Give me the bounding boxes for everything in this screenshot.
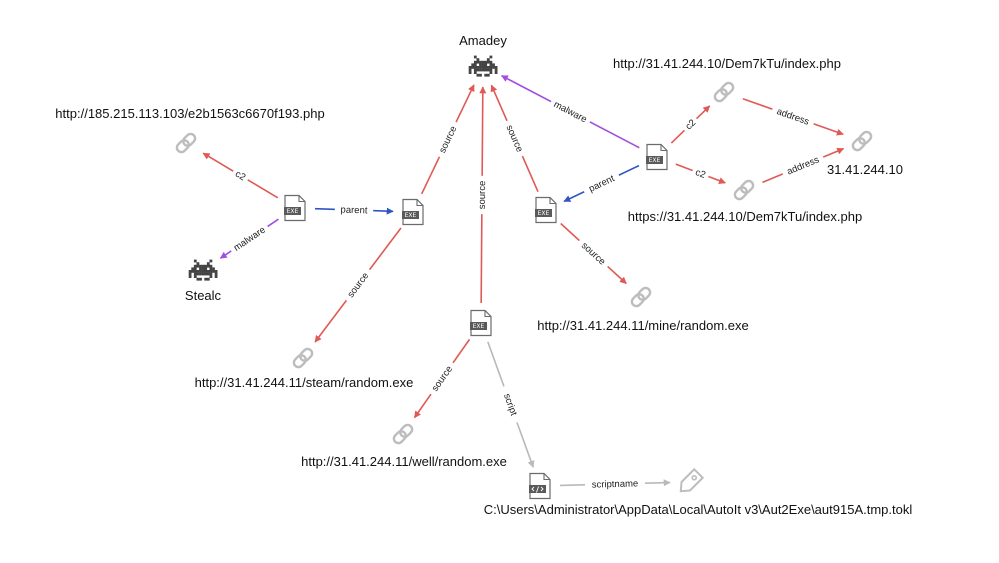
node-exe_right[interactable]: EXE xyxy=(535,196,557,224)
edge-label-background xyxy=(690,163,711,183)
edge-label-background xyxy=(425,358,458,398)
edge-label-script: script xyxy=(501,392,519,417)
edges-layer xyxy=(202,75,845,487)
edge-labels-layer: c2malwareparentsourcesourcesourcesources… xyxy=(227,95,826,491)
edge-label-group: malware xyxy=(548,95,594,128)
edge-label-background xyxy=(780,150,826,180)
exe-file-icon: EXE xyxy=(470,309,492,337)
edge-label-background xyxy=(340,265,375,304)
edge-label-background xyxy=(679,113,701,135)
exe-file-icon: EXE xyxy=(284,194,306,222)
node-label-stealc: Stealc xyxy=(185,288,222,303)
exe-badge-glyph: EXE xyxy=(649,157,661,164)
edge-label-group: source xyxy=(425,358,458,398)
node-label-url_steam: http://31.41.244.11/steam/random.exe xyxy=(195,375,414,390)
edge-label-c2: c2 xyxy=(233,169,247,184)
edge-label-background xyxy=(575,235,613,271)
node-ip[interactable]: 31.41.244.10 xyxy=(827,130,903,177)
edge-label-group: c2 xyxy=(679,113,701,135)
edge-label-group: parent xyxy=(581,168,622,198)
chain-link-icon xyxy=(733,179,755,201)
space-invader-icon xyxy=(468,55,498,77)
edge-label-scriptname: scriptname xyxy=(592,478,639,490)
exe-file-icon: EXE xyxy=(535,196,557,224)
edge-label-group: c2 xyxy=(230,165,252,185)
edge-label-source: source xyxy=(477,181,488,210)
node-stealc[interactable]: Stealc xyxy=(185,259,222,303)
chain-link-icon xyxy=(630,286,652,308)
edge-label-background xyxy=(548,95,594,128)
chain-link-icon xyxy=(292,347,314,369)
node-amadey[interactable]: Amadey xyxy=(459,33,507,77)
edge-label-group: malware xyxy=(227,220,271,256)
edge-label-address: address xyxy=(785,154,821,177)
chain-link-icon xyxy=(175,132,197,154)
space-invader-icon xyxy=(188,259,218,281)
edge-label-malware: malware xyxy=(552,99,589,125)
edge-label-background xyxy=(770,102,816,130)
tag-icon xyxy=(679,467,705,493)
edge-label-group: address xyxy=(770,102,816,130)
node-tag[interactable]: C:\Users\Administrator\AppData\Local\Aut… xyxy=(484,467,913,517)
exe-file-icon: EXE xyxy=(402,198,424,226)
node-label-url_well: http://31.41.244.11/well/random.exe xyxy=(301,454,507,469)
edge-label-parent: parent xyxy=(340,205,368,217)
chain-link-icon xyxy=(851,130,873,152)
node-script_file[interactable] xyxy=(529,472,551,500)
node-label-url_index_https: https://31.41.244.10/Dem7kTu/index.php xyxy=(628,209,862,224)
exe-badge-glyph: EXE xyxy=(473,323,485,330)
edge-label-background xyxy=(227,220,271,256)
node-url_steam[interactable]: http://31.41.244.11/steam/random.exe xyxy=(195,347,414,390)
edge-label-background xyxy=(334,202,374,217)
node-label-amadey: Amadey xyxy=(459,33,507,48)
edge-label-c2: c2 xyxy=(694,167,707,181)
edge-label-background xyxy=(584,476,646,491)
node-exe_far[interactable]: EXE xyxy=(646,143,668,171)
node-url_mine[interactable]: http://31.41.244.11/mine/random.exe xyxy=(537,286,749,333)
edge-label-background xyxy=(498,384,524,425)
edge-label-group: source xyxy=(474,175,489,215)
node-url_index_https[interactable]: https://31.41.244.10/Dem7kTu/index.php xyxy=(628,179,862,224)
node-label-ip: 31.41.244.10 xyxy=(827,162,903,177)
chain-link-icon xyxy=(392,423,414,445)
node-label-url_index_http: http://31.41.244.10/Dem7kTu/index.php xyxy=(613,56,841,71)
edge-label-background xyxy=(474,175,489,215)
exe-badge-glyph: EXE xyxy=(287,208,299,215)
node-url_well[interactable]: http://31.41.244.11/well/random.exe xyxy=(301,423,507,469)
node-label-url_mine: http://31.41.244.11/mine/random.exe xyxy=(537,318,749,333)
edge-label-group: address xyxy=(780,150,826,180)
edge-label-background xyxy=(230,165,252,185)
exe-badge-glyph: EXE xyxy=(538,210,550,217)
edge-label-group: source xyxy=(575,235,613,271)
edge-label-group: source xyxy=(340,265,375,304)
edge-label-group: scriptname xyxy=(584,476,646,491)
edge-label-group: parent xyxy=(334,202,374,217)
edge-label-group: source xyxy=(501,118,529,159)
edge-label-background xyxy=(581,168,622,198)
edge-label-group: c2 xyxy=(690,163,711,183)
node-label-tag: C:\Users\Administrator\AppData\Local\Aut… xyxy=(484,502,913,517)
edge-label-background xyxy=(433,119,462,160)
exe-badge-glyph: EXE xyxy=(405,212,417,219)
edge-label-group: script xyxy=(498,384,524,425)
node-url_index_http[interactable]: http://31.41.244.10/Dem7kTu/index.php xyxy=(613,56,841,103)
node-exe_center[interactable]: EXE xyxy=(470,309,492,337)
node-label-url_e2b: http://185.215.113.103/e2b1563c6670f193.… xyxy=(55,106,324,121)
node-url_e2b[interactable]: http://185.215.113.103/e2b1563c6670f193.… xyxy=(55,106,325,154)
edge-label-background xyxy=(501,118,529,159)
node-exe_mid[interactable]: EXE xyxy=(402,198,424,226)
edge-label-group: source xyxy=(433,119,462,160)
chain-link-icon xyxy=(713,81,735,103)
code-file-icon xyxy=(529,472,551,500)
node-exe_left[interactable]: EXE xyxy=(284,194,306,222)
exe-file-icon: EXE xyxy=(646,143,668,171)
